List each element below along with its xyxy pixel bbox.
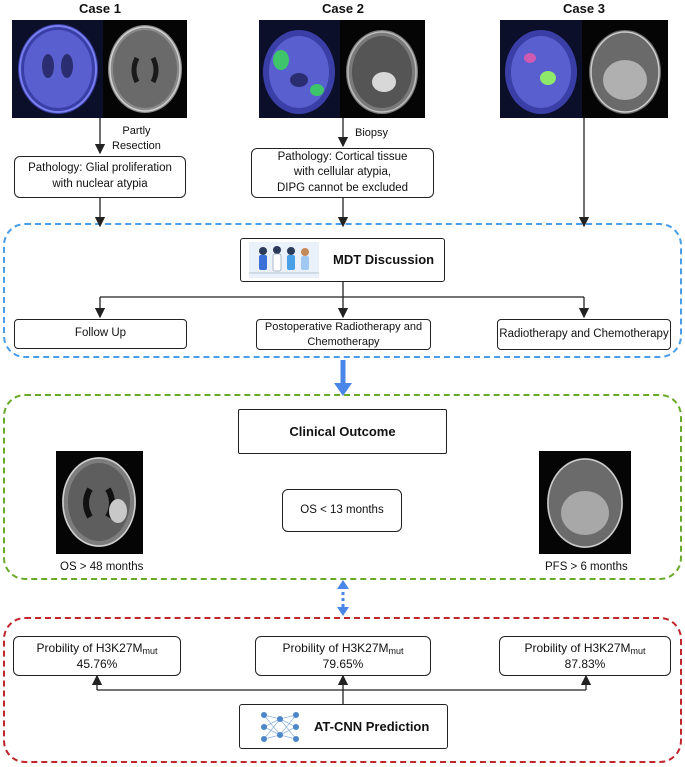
case-1-pet-mri-image bbox=[12, 20, 103, 118]
case-2-mri-image bbox=[340, 20, 425, 118]
case-1-pathology-box: Pathology: Glial proliferation with nucl… bbox=[14, 156, 186, 198]
option-follow-up: Follow Up bbox=[14, 319, 187, 349]
outcome-case-3-mri-image bbox=[539, 451, 631, 554]
case-3-title: Case 3 bbox=[563, 1, 605, 16]
case-1-step-label: Partly Resection bbox=[112, 125, 161, 152]
prediction-region bbox=[3, 617, 682, 763]
neural-network-icon bbox=[258, 709, 302, 745]
prediction-case-2-value: 79.65% bbox=[322, 656, 364, 671]
case-2-title: Case 2 bbox=[322, 1, 364, 16]
prediction-case-3-value: 87.83% bbox=[564, 656, 606, 671]
prediction-case-1-label: Probility of H3K27Mmut bbox=[36, 640, 158, 656]
case-2-step-label: Biopsy bbox=[355, 127, 389, 139]
prediction-case-3-label: Probility of H3K27Mmut bbox=[524, 640, 646, 656]
case-2-pathology-box: Pathology: Cortical tissue with cellular… bbox=[251, 148, 434, 198]
option-radiotherapy-text: Radiotherapy and Chemotherapy bbox=[499, 327, 669, 340]
case-1-title: Case 1 bbox=[79, 1, 121, 16]
outcome-case-2-box: OS < 13 months bbox=[282, 489, 402, 532]
clinical-outcome-box: Clinical Outcome bbox=[238, 409, 447, 454]
case-2-pathology-text: Pathology: Cortical tissue with cellular… bbox=[276, 150, 409, 194]
doctors-team-icon bbox=[249, 242, 319, 278]
case-1-pathology-text: Pathology: Glial proliferation with nucl… bbox=[28, 162, 172, 190]
outcome-case-3-label: PFS > 6 months bbox=[545, 561, 628, 573]
case-2-pet-mri-image bbox=[259, 20, 340, 118]
case-3-mri-image bbox=[582, 20, 668, 118]
option-postoperative-text: Postoperative Radiotherapy and Chemother… bbox=[264, 320, 423, 348]
outcome-case-2-label: OS < 13 months bbox=[300, 503, 384, 516]
prediction-case-2-box: Probility of H3K27Mmut 79.65% bbox=[255, 636, 431, 676]
mdt-discussion-box: MDT Discussion bbox=[240, 238, 445, 282]
at-cnn-prediction-box: AT-CNN Prediction bbox=[239, 704, 448, 749]
option-follow-up-text: Follow Up bbox=[74, 327, 127, 340]
at-cnn-prediction-title: AT-CNN Prediction bbox=[314, 718, 430, 734]
prediction-case-2-label: Probility of H3K27Mmut bbox=[282, 640, 404, 656]
case-1-mri-image bbox=[103, 20, 187, 118]
prediction-case-3-box: Probility of H3K27Mmut 87.83% bbox=[499, 636, 671, 676]
clinical-outcome-title: Clinical Outcome bbox=[289, 423, 396, 439]
outcome-case-1-mri-image bbox=[56, 451, 143, 554]
prediction-case-1-value: 45.76% bbox=[76, 656, 118, 671]
mdt-discussion-title: MDT Discussion bbox=[333, 252, 435, 268]
case-3-pet-mri-image bbox=[500, 20, 582, 118]
prediction-case-1-box: Probility of H3K27Mmut 45.76% bbox=[13, 636, 181, 676]
option-radiotherapy-chemotherapy: Radiotherapy and Chemotherapy bbox=[497, 319, 671, 350]
option-postoperative-radiotherapy-chemotherapy: Postoperative Radiotherapy and Chemother… bbox=[256, 319, 431, 350]
outcome-case-1-label: OS > 48 months bbox=[60, 561, 144, 573]
